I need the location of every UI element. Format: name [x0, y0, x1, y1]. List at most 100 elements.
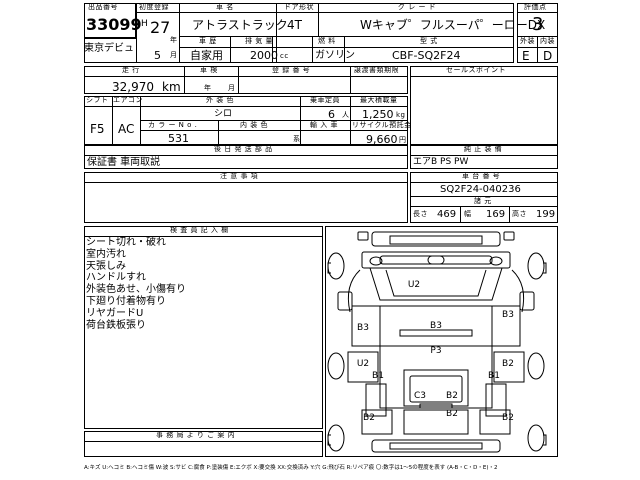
damage-mark: B2 [446, 409, 458, 419]
cc-unit: cc [280, 52, 289, 60]
recycle-fee: 9,660 [366, 133, 398, 146]
reg-month: 5 [154, 49, 161, 62]
first-reg-label: 初度登録 [139, 3, 169, 11]
displacement: 2000 [250, 49, 278, 62]
damage-mark: B3 [430, 321, 442, 331]
ac: AC [118, 122, 135, 136]
height-label: 高さ [512, 210, 527, 218]
inspector-remark-line: 外装色あせ、小傷有り [86, 284, 186, 296]
inspector-box [84, 226, 323, 429]
max-load: 1,250 [362, 108, 394, 121]
inspector-remark-line: リヤガードU [86, 307, 144, 319]
reg-year-suffix: 年 [170, 36, 178, 44]
inspection-year: 年 [204, 84, 212, 92]
max-load-label: 最大積載量 [360, 96, 398, 104]
orig-reg-label: 譲渡書類期限 [354, 66, 399, 74]
fuel-label: 燃 料 [318, 37, 336, 45]
damage-mark: C3 [414, 391, 426, 401]
office-box [84, 431, 323, 457]
mileage-label: 走 行 [122, 66, 140, 74]
damage-mark: P3 [430, 346, 441, 356]
usage-label: 車 歴 [199, 37, 217, 45]
length-label: 長さ [413, 210, 428, 218]
notes-box [84, 172, 408, 223]
venue-label: 東京デビュ [84, 43, 134, 54]
damage-diagram-box [325, 226, 558, 457]
lot-label: 出品番号 [88, 3, 118, 11]
damage-mark: B2 [363, 413, 375, 423]
shift: F5 [90, 122, 105, 136]
displacement-label: 排 気 量 [245, 37, 273, 45]
inspector-label: 検 査 員 記 入 欄 [170, 226, 229, 234]
ac-label: エアコン [113, 96, 143, 104]
capacity-label: 乗車定員 [310, 96, 340, 104]
interior-grade: D [543, 49, 553, 63]
inspector-remark-line: 下廻り付着物有り [86, 296, 166, 307]
inspector-remark-line: シート切れ・破れ [86, 237, 166, 248]
usage: 自家用 [190, 49, 223, 62]
reg-year: 27 [150, 18, 171, 37]
color-no: 531 [168, 132, 189, 145]
mileage-row [84, 66, 408, 94]
door-label: ドア形状 [284, 3, 314, 11]
chassis-label: 車 台 番 号 [462, 172, 501, 180]
cab-outline [337, 231, 535, 313]
interior-label: 内装 [540, 37, 555, 45]
int-color-label: 内 装 色 [240, 121, 268, 129]
grade-label: グ レ ー ド [398, 3, 437, 11]
parts-label: 後 日 発 送 部 品 [214, 145, 273, 153]
score-label: 評価点 [524, 3, 547, 11]
capacity-unit: 人 [342, 111, 350, 119]
model-label: 型 式 [420, 37, 438, 45]
ext-color-label: 外 装 色 [206, 96, 234, 104]
capacity: 6 [328, 108, 335, 121]
color-no-label: カ ラ ー N o . [148, 121, 198, 129]
inspector-remark-line: 天張しみ [86, 260, 126, 272]
damage-mark: B2 [502, 413, 514, 423]
length: 469 [437, 209, 457, 220]
damage-mark: B3 [502, 310, 514, 320]
dimensions-label: 諸 元 [474, 197, 492, 205]
lot-number: 33099 [86, 15, 142, 34]
damage-mark: U2 [357, 359, 369, 369]
inspection-label: 車 検 [200, 66, 218, 74]
recycle-label: リサイクル預託金 [352, 121, 412, 129]
kei-label: 系 [293, 135, 301, 143]
door-type: 4T [287, 18, 302, 32]
mileage: 32,970 [112, 80, 154, 94]
inspector-remark-line: 荷台鉄板張り [86, 319, 146, 331]
selling-points-label: セールスポイント [446, 66, 506, 74]
height: 199 [536, 209, 556, 220]
exterior-label: 外装 [520, 37, 535, 45]
width: 169 [486, 209, 506, 220]
import-label: 輸 入 車 [310, 121, 338, 129]
exterior-grade: E [522, 49, 530, 63]
reg-no-label: 登 録 番 号 [272, 66, 311, 74]
chassis-number: SQ2F24-040236 [440, 184, 521, 195]
recycle-unit: 円 [399, 136, 407, 144]
max-load-unit: kg [396, 111, 406, 119]
selling-points-box [410, 66, 558, 145]
notes-label: 注 意 事 項 [220, 172, 259, 180]
damage-mark: B1 [488, 371, 500, 381]
inspection-month: 月 [228, 84, 236, 92]
lot-cell [84, 3, 136, 38]
options-label: 純 正 装 備 [464, 145, 503, 153]
chassis-box [410, 172, 558, 223]
model: CBF-SQ2F24 [392, 49, 461, 62]
fuel: ガソリン [315, 50, 355, 61]
car-name: アトラストラック [192, 18, 288, 32]
era: H [141, 19, 148, 29]
footer-legend: A:キズ U:ヘコミ B:ヘコミ傷 W:波 S:サビ C:腐食 P:塗装傷 E:… [84, 465, 498, 471]
shift-label: シフト [86, 96, 109, 104]
width-label: 幅 [464, 210, 472, 218]
damage-mark: B2 [502, 359, 514, 369]
reg-month-suffix: 月 [170, 51, 178, 59]
parts-value: 保証書 車両取説 [87, 157, 161, 168]
inspector-remark-line: 室内汚れ [86, 248, 126, 260]
damage-mark: B3 [357, 323, 369, 333]
office-label: 事 務 局 よ り ご 案 内 [156, 431, 236, 439]
score: 3 [532, 14, 544, 35]
mileage-unit: km [162, 80, 181, 94]
